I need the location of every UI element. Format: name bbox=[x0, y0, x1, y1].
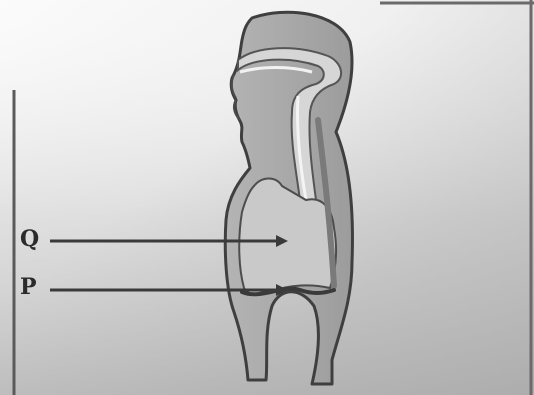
label-p: P bbox=[20, 276, 37, 298]
label-q: Q bbox=[20, 228, 39, 250]
